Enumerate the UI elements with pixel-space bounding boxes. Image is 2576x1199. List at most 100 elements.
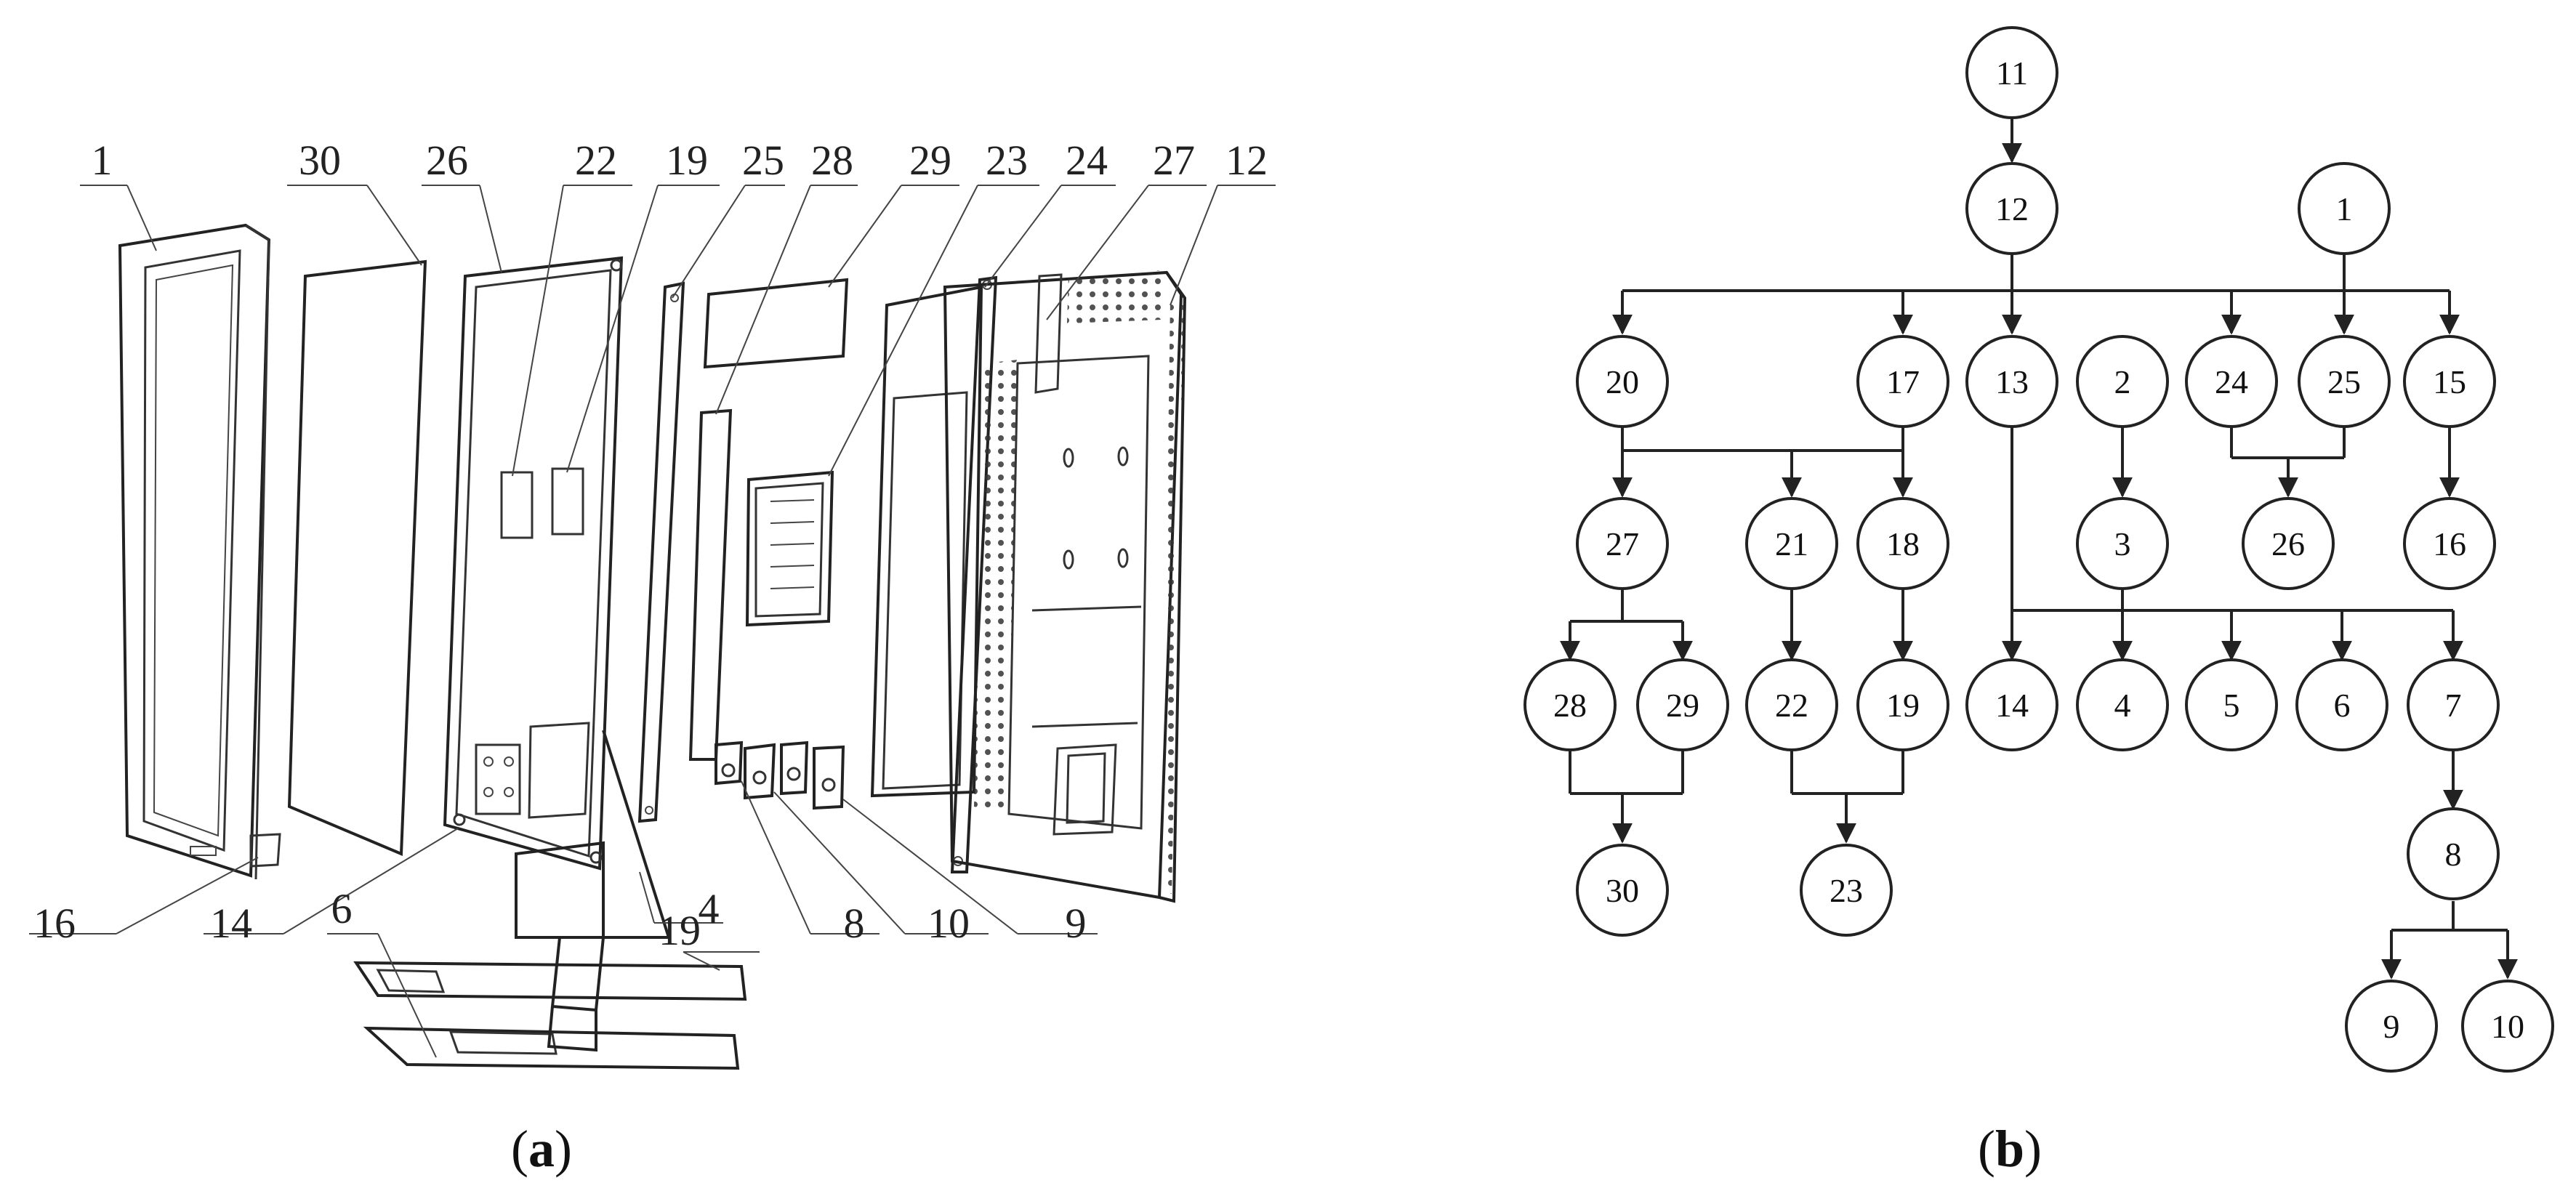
- part-small-bracket-drawing: [249, 833, 281, 868]
- callout-9: 9: [1066, 900, 1087, 947]
- node-circle: [1636, 658, 1729, 751]
- node-circle: [1745, 497, 1838, 590]
- callout-26: 26: [426, 137, 468, 184]
- node-circle: [2403, 497, 2496, 590]
- node-circle: [1524, 658, 1617, 751]
- part-strip-drawing: [637, 281, 685, 823]
- node-circle: [2185, 335, 2278, 428]
- part-stand-drawing: [353, 730, 747, 1070]
- node-24: 24: [2185, 335, 2278, 428]
- callout-12: 12: [1225, 137, 1268, 184]
- node-27: 27: [1576, 497, 1669, 590]
- node-circle: [1856, 335, 1949, 428]
- part-long-strip-drawing: [688, 408, 733, 761]
- node-label: 26: [2271, 525, 2305, 562]
- node-label: 28: [1553, 687, 1587, 724]
- node-label: 10: [2491, 1008, 2524, 1045]
- node-29: 29: [1636, 658, 1729, 751]
- callout-14: 14: [210, 900, 252, 947]
- node-label: 19: [1886, 687, 1920, 724]
- node-circle: [2242, 497, 2335, 590]
- node-label: 17: [1886, 363, 1920, 400]
- node-26: 26: [2242, 497, 2335, 590]
- node-circle: [1576, 844, 1669, 937]
- callout-19: 19: [666, 137, 708, 184]
- node-15: 15: [2403, 335, 2496, 428]
- node-circle: [2407, 658, 2500, 751]
- panel-a-label: (a): [511, 1120, 572, 1178]
- node-label: 3: [2114, 525, 2131, 562]
- callout-24: 24: [1066, 137, 1108, 184]
- node-9: 9: [2345, 980, 2438, 1073]
- callout-22: 22: [575, 137, 617, 184]
- callout-4: 4: [699, 885, 720, 932]
- node-label: 9: [2383, 1008, 2400, 1045]
- callout-25: 25: [742, 137, 784, 184]
- node-circle: [1965, 335, 2058, 428]
- node-label: 2: [2114, 363, 2131, 400]
- part-card-drawing: [703, 278, 849, 369]
- part-brackets-drawing: [715, 740, 845, 810]
- node-20: 20: [1576, 335, 1669, 428]
- part-heatsink-drawing: [745, 470, 834, 627]
- node-25: 25: [2298, 335, 2391, 428]
- part-sheet-drawing: [287, 259, 427, 856]
- node-label: 5: [2223, 687, 2240, 724]
- node-13: 13: [1965, 335, 2058, 428]
- node-16: 16: [2403, 497, 2496, 590]
- node-21: 21: [1745, 497, 1838, 590]
- callout-8: 8: [844, 900, 865, 947]
- part-bezel-drawing: [118, 223, 271, 880]
- node-19: 19: [1856, 658, 1949, 751]
- callout-6: 6: [331, 885, 353, 932]
- node-10: 10: [2461, 980, 2554, 1073]
- callout-23: 23: [986, 137, 1028, 184]
- part-panel-frame-drawing: [443, 256, 624, 871]
- node-circle: [1856, 658, 1949, 751]
- node-5: 5: [2185, 658, 2278, 751]
- node-8: 8: [2407, 807, 2500, 900]
- callout-29: 29: [909, 137, 951, 184]
- node-label: 22: [1775, 687, 1808, 724]
- part-rear-cover-drawing: [943, 270, 1187, 903]
- node-label: 23: [1830, 872, 1863, 909]
- node-circle: [1800, 844, 1893, 937]
- node-label: 1: [2336, 190, 2353, 227]
- node-18: 18: [1856, 497, 1949, 590]
- node-circle: [1576, 497, 1669, 590]
- node-label: 18: [1886, 525, 1920, 562]
- node-17: 17: [1856, 335, 1949, 428]
- node-1: 1: [2298, 162, 2391, 255]
- panel-b-label: (b): [1978, 1120, 2042, 1178]
- node-circle: [1965, 162, 2058, 255]
- callout-28: 28: [811, 137, 853, 184]
- node-label: 21: [1775, 525, 1808, 562]
- node-28: 28: [1524, 658, 1617, 751]
- node-6: 6: [2295, 658, 2388, 751]
- node-label: 16: [2433, 525, 2466, 562]
- node-circle: [2076, 335, 2169, 428]
- part-rear-frame-drawing: [870, 275, 998, 873]
- node-label: 14: [1995, 687, 2029, 724]
- node-22: 22: [1745, 658, 1838, 751]
- node-circle: [2403, 335, 2496, 428]
- callout-30: 30: [299, 137, 341, 184]
- node-label: 11: [1996, 54, 2028, 92]
- tree-edges: [1560, 118, 2518, 980]
- node-circle: [1576, 335, 1669, 428]
- node-2: 2: [2076, 335, 2169, 428]
- callout-leaders: [80, 185, 1276, 477]
- node-label: 24: [2215, 363, 2248, 400]
- callout-16: 16: [33, 900, 76, 947]
- node-label: 20: [1606, 363, 1639, 400]
- node-circle: [2298, 162, 2391, 255]
- node-11: 11: [1965, 26, 2058, 119]
- node-circle: [1965, 26, 2058, 119]
- node-4: 4: [2076, 658, 2169, 751]
- node-circle: [1745, 658, 1838, 751]
- node-3: 3: [2076, 497, 2169, 590]
- node-label: 15: [2433, 363, 2466, 400]
- callout-27: 27: [1153, 137, 1195, 184]
